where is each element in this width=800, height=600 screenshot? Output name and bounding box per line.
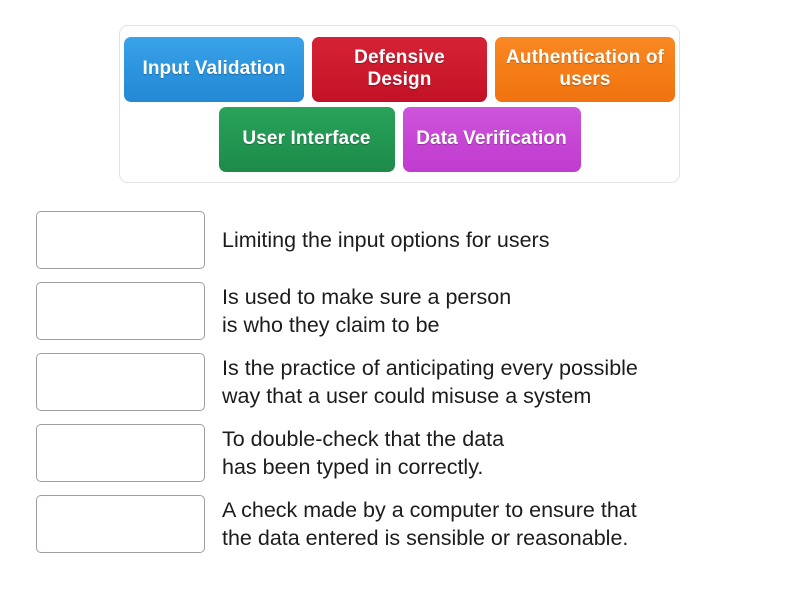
drop-zone-5[interactable]	[36, 495, 205, 553]
draggable-tile-defensive-design[interactable]: Defensive Design	[312, 36, 487, 107]
match-row: To double-check that the data has been t…	[36, 424, 776, 482]
tile-label: Input Validation	[142, 58, 286, 79]
drop-zone-1[interactable]	[36, 211, 205, 269]
match-row: Is used to make sure a person is who the…	[36, 282, 776, 340]
match-row: A check made by a computer to ensure tha…	[36, 495, 776, 553]
definition-text-2: Is used to make sure a person is who the…	[222, 285, 512, 337]
definition-text-5: A check made by a computer to ensure tha…	[222, 498, 637, 550]
definition-text-1: Limiting the input options for users	[222, 228, 550, 252]
tile-bank-row-1: Input Validation Defensive Design Authen…	[120, 36, 679, 107]
draggable-tile-authentication-of-users[interactable]: Authentication of users	[495, 36, 675, 107]
tile-label: Defensive Design	[354, 47, 445, 90]
tile-label: Data Verification	[416, 128, 567, 149]
draggable-tile-data-verification[interactable]: Data Verification	[402, 106, 581, 177]
tile-label: User Interface	[242, 128, 371, 149]
drop-zone-3[interactable]	[36, 353, 205, 411]
draggable-tile-input-validation[interactable]: Input Validation	[124, 36, 304, 107]
drop-zone-4[interactable]	[36, 424, 205, 482]
match-rows-list: Limiting the input options for users Is …	[36, 211, 776, 566]
definition-text-3: Is the practice of anticipating every po…	[222, 356, 638, 408]
drop-zone-2[interactable]	[36, 282, 205, 340]
tile-label: Authentication of users	[506, 47, 664, 90]
definition-text-4: To double-check that the data has been t…	[222, 427, 505, 479]
tile-bank-row-2: User Interface Data Verification	[215, 106, 585, 177]
draggable-tile-user-interface[interactable]: User Interface	[218, 106, 395, 177]
tile-bank-panel: Input Validation Defensive Design Authen…	[119, 25, 680, 183]
match-row: Is the practice of anticipating every po…	[36, 353, 776, 411]
match-row: Limiting the input options for users	[36, 211, 776, 269]
